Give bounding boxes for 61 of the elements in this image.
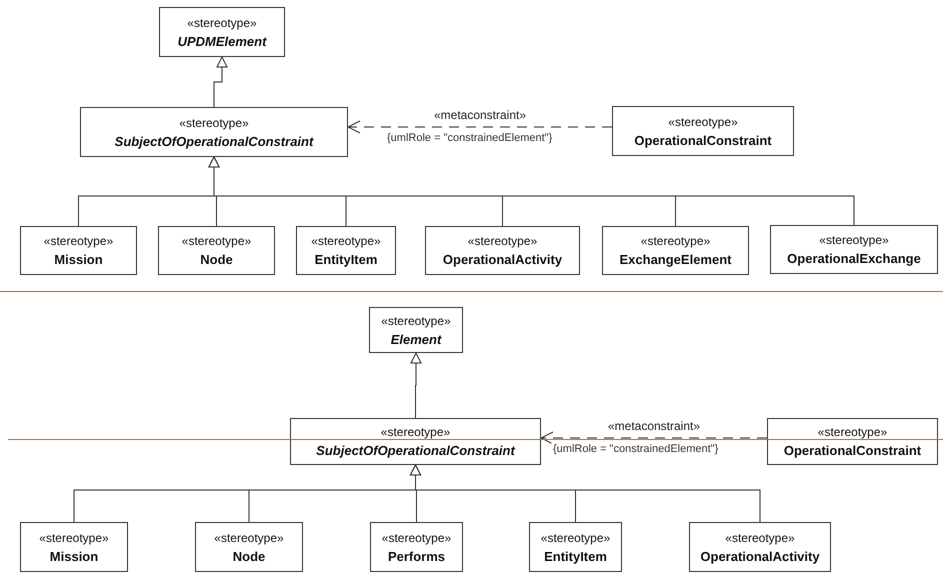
class-name: UPDMElement [178, 34, 266, 48]
stereotype-label: «stereotype» [818, 425, 888, 440]
stereotype-box [529, 522, 622, 572]
stereotype-label: «stereotype» [540, 530, 610, 546]
generalization-arrow [214, 56, 228, 108]
stereotype-label: «stereotype» [311, 234, 381, 249]
class-name: OperationalConstraint [634, 132, 772, 148]
dependency-arrow [540, 432, 768, 444]
class-name: Node [232, 548, 266, 564]
dependency-arrow [348, 120, 612, 134]
stereotype-box [602, 226, 749, 275]
class-name: OperationalExchange [787, 251, 921, 266]
stereotype-label: «stereotype» [179, 116, 249, 130]
stereotype-box [20, 522, 128, 572]
stereotype-label: «stereotype» [39, 530, 109, 546]
generalization-arrow [410, 352, 422, 418]
stereotype-box [20, 226, 137, 275]
stereotype-label: «stereotype» [668, 114, 738, 130]
stereotype-box [158, 226, 275, 275]
edge-label: «metaconstraint» [432, 108, 528, 122]
stereotype-label: «stereotype» [640, 234, 710, 249]
class-name: Node [200, 252, 233, 267]
class-name: OperationalActivity [442, 252, 562, 267]
edge-label: «metaconstraint» [606, 419, 702, 433]
class-name: Element [390, 332, 442, 346]
stereotype-box [80, 107, 348, 157]
stereotype-label: «stereotype» [380, 425, 450, 440]
stereotype-label: «stereotype» [44, 234, 114, 249]
stereotype-label: «stereotype» [725, 530, 795, 546]
stereotype-box [195, 522, 303, 572]
stereotype-label: «stereotype» [382, 530, 452, 546]
stereotype-box [770, 225, 938, 274]
stereotype-box [370, 522, 463, 572]
constraint-note: {umlRole = "constrainedElement"} [551, 443, 720, 456]
class-name: Mission [54, 252, 103, 267]
class-name: Mission [50, 548, 98, 564]
class-name: OperationalConstraint [784, 443, 922, 458]
stereotype-label: «stereotype» [214, 530, 284, 546]
class-name: Performs [388, 548, 446, 564]
stereotype-label: «stereotype» [468, 234, 538, 249]
stereotype-box [689, 522, 831, 572]
stereotype-label: «stereotype» [187, 16, 257, 30]
class-name: SubjectOfOperationalConstraint [316, 443, 515, 458]
class-name: ExchangeElement [620, 252, 732, 267]
stereotype-box [290, 418, 541, 465]
class-name: SubjectOfOperationalConstraint [114, 134, 314, 148]
class-name: EntityItem [544, 548, 607, 564]
stereotype-label: «stereotype» [819, 233, 889, 248]
stereotype-box [369, 307, 463, 353]
generalization-arrow [208, 156, 854, 226]
class-name: EntityItem [314, 252, 378, 267]
stereotype-label: «stereotype» [381, 314, 451, 328]
stereotype-box [425, 226, 580, 275]
stereotype-label: «stereotype» [182, 234, 252, 249]
stereotype-box [612, 106, 794, 156]
stereotype-box [296, 226, 396, 275]
stereotype-box [767, 418, 938, 465]
stereotype-box [159, 7, 285, 57]
generalization-arrow [410, 464, 760, 522]
constraint-note: {umlRole = "constrainedElement"} [385, 132, 554, 145]
class-name: OperationalActivity [700, 548, 820, 564]
